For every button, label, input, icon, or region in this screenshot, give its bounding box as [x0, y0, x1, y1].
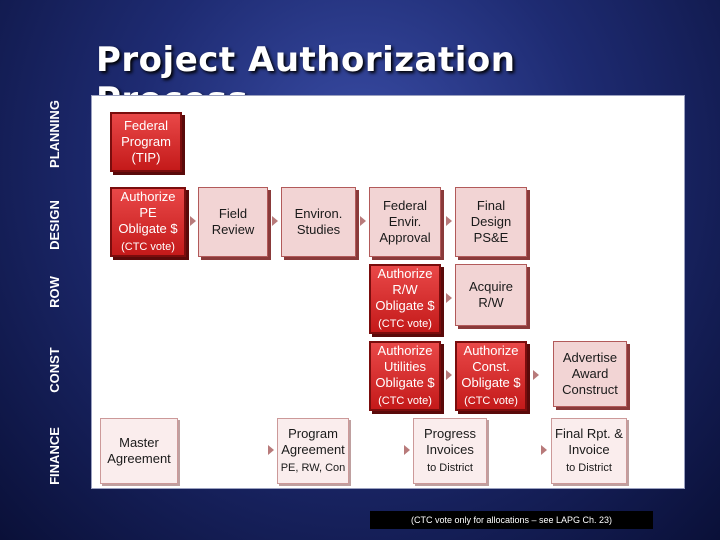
authorize-utilities-label: Authorize Utilities Obligate $ [375, 343, 435, 390]
acquire-rw-label: Acquire R/W [468, 279, 514, 310]
progress-invoices-box: Progress Invoices to District [413, 418, 487, 484]
arrow-pe-to-field-review [190, 216, 196, 226]
authorize-rw-label: Authorize R/W Obligate $ [375, 266, 435, 313]
final-design-box: Final Design PS&E [455, 187, 527, 257]
master-agreement-box: Master Agreement [100, 418, 178, 484]
footnote: (CTC vote only for allocations – see LAP… [370, 511, 653, 529]
authorize-const-ctc-vote: (CTC vote) [464, 395, 518, 407]
arrow-progress-to-final [541, 445, 547, 455]
authorize-rw-box: Authorize R/W Obligate $ (CTC vote) [369, 264, 441, 334]
arrow-rw-to-acquire [446, 293, 452, 303]
federal-program-box: Federal Program (TIP) [110, 112, 182, 172]
environ-studies-label: Environ. Studies [294, 206, 343, 237]
federal-program-label: Federal Program (TIP) [121, 118, 171, 165]
authorize-utilities-box: Authorize Utilities Obligate $ (CTC vote… [369, 341, 441, 411]
program-agreement-label: Program Agreement [281, 426, 345, 457]
authorize-rw-ctc-vote: (CTC vote) [378, 318, 432, 330]
authorize-utilities-ctc-vote: (CTC vote) [378, 395, 432, 407]
arrow-approval-to-final-design [446, 216, 452, 226]
progress-invoices-label: Progress Invoices [423, 426, 477, 457]
environ-studies-box: Environ. Studies [281, 187, 356, 257]
field-review-label: Field Review [211, 206, 255, 237]
advertise-box: Advertise Award Construct [553, 341, 627, 407]
authorize-const-label: Authorize Const. Obligate $ [461, 343, 521, 390]
authorize-pe-box: Authorize PE Obligate $ (CTC vote) [110, 187, 186, 257]
arrow-const-to-advertise [533, 370, 539, 380]
progress-invoices-sub: to District [427, 462, 473, 474]
program-agreement-sub: PE, RW, Con [280, 462, 346, 474]
federal-envir-approval-box: Federal Envir. Approval [369, 187, 441, 257]
authorize-pe-ctc-vote: (CTC vote) [121, 241, 175, 253]
arrow-field-review-to-environ [272, 216, 278, 226]
acquire-rw-box: Acquire R/W [455, 264, 527, 326]
field-review-box: Field Review [198, 187, 268, 257]
authorize-const-box: Authorize Const. Obligate $ (CTC vote) [455, 341, 527, 411]
final-design-label: Final Design PS&E [470, 198, 512, 245]
final-rpt-label: Final Rpt. & Invoice [555, 426, 623, 457]
arrow-program-to-progress [404, 445, 410, 455]
program-agreement-box: Program Agreement PE, RW, Con [277, 418, 349, 484]
final-rpt-sub: to District [566, 462, 612, 474]
lane-label-finance: FINANCE [47, 427, 62, 485]
authorize-pe-label: Authorize PE Obligate $ [118, 189, 178, 236]
arrow-utilities-to-const [446, 370, 452, 380]
master-agreement-label: Master Agreement [107, 435, 171, 466]
arrow-master-to-program [268, 445, 274, 455]
federal-envir-approval-label: Federal Envir. Approval [379, 198, 431, 245]
arrow-environ-to-approval [360, 216, 366, 226]
advertise-label: Advertise Award Construct [562, 350, 618, 397]
final-rpt-box: Final Rpt. & Invoice to District [551, 418, 627, 484]
